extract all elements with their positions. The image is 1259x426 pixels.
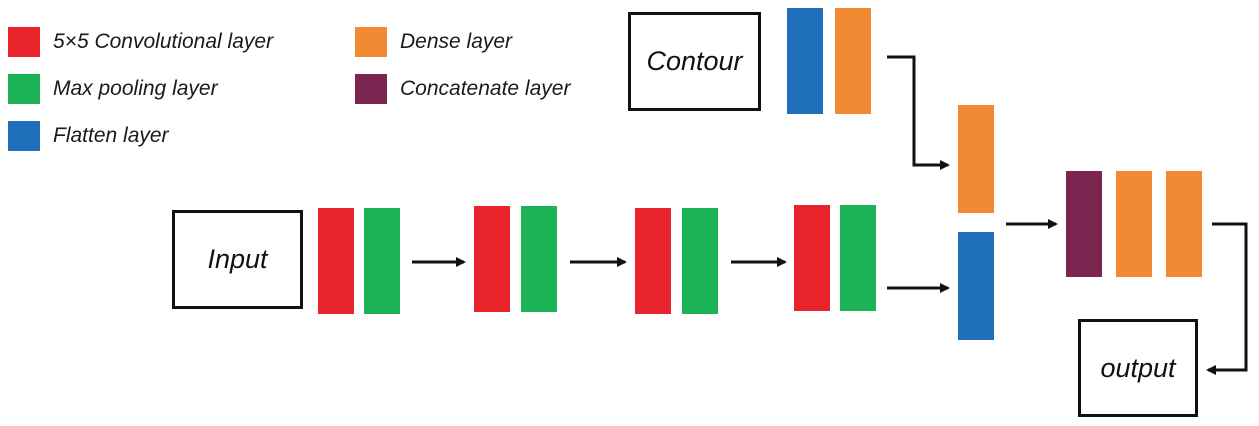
contour-flatten-layer bbox=[787, 8, 823, 114]
conv-layer-4 bbox=[794, 205, 830, 311]
dense-layer-1 bbox=[1116, 171, 1152, 277]
dense-layer-2 bbox=[1166, 171, 1202, 277]
arrow-contour-to-dense bbox=[887, 55, 950, 170]
pool-layer-1 bbox=[364, 208, 400, 314]
arrow-dense-to-output bbox=[1206, 222, 1248, 375]
output-node: output bbox=[1078, 319, 1198, 417]
input-node: Input bbox=[172, 210, 303, 309]
pool-layer-4 bbox=[840, 205, 876, 311]
legend-label-flatten: Flatten layer bbox=[53, 124, 169, 147]
legend-swatch-flatten bbox=[8, 121, 40, 151]
legend-swatch-dense bbox=[355, 27, 387, 57]
legend-swatch-concatenate bbox=[355, 74, 387, 104]
conv-layer-3 bbox=[635, 208, 671, 314]
conv-layer-1 bbox=[318, 208, 354, 314]
contour-dense-layer bbox=[835, 8, 871, 114]
legend-label-concatenate: Concatenate layer bbox=[400, 77, 571, 100]
pool-layer-2 bbox=[521, 206, 557, 312]
pool-layer-3 bbox=[682, 208, 718, 314]
concatenate-layer bbox=[1066, 171, 1102, 277]
legend-label-max-pooling: Max pooling layer bbox=[53, 77, 218, 100]
input-flatten-layer bbox=[958, 232, 994, 340]
contour-node: Contour bbox=[628, 12, 761, 111]
legend-swatch-convolutional bbox=[8, 27, 40, 57]
legend-swatch-max-pooling bbox=[8, 74, 40, 104]
legend-label-convolutional: 5×5 Convolutional layer bbox=[53, 30, 274, 53]
conv-layer-2 bbox=[474, 206, 510, 312]
contour-dense-merge-layer bbox=[958, 105, 994, 213]
legend-label-dense: Dense layer bbox=[400, 30, 513, 53]
